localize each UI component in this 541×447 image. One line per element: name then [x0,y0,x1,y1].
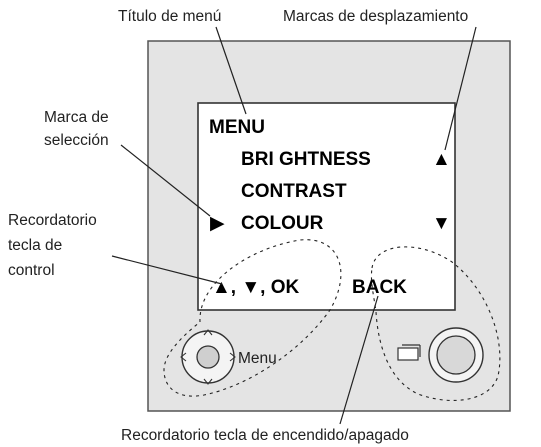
menu-item-contrast: CONTRAST [241,181,347,202]
menu-title: MENU [209,117,265,138]
control-reminder-callout-line2: tecla de [8,237,62,254]
back-key-hint: BACK [352,277,407,298]
selection-mark-icon: ▶ [210,213,225,234]
scroll-marks-leader [444,26,477,151]
control-key-hint: ▲, ▼, OK [212,277,300,298]
navigation-button[interactable] [180,329,236,385]
scroll-up-icon: ▲ [432,149,451,170]
battery-icon [397,344,421,361]
power-button[interactable] [428,327,484,383]
power-key-loop [370,246,501,402]
control-key-loop [163,239,342,397]
scroll-down-icon: ▼ [432,213,451,234]
power-reminder-callout: Recordatorio tecla de encendido/apagado [121,427,409,444]
menu-item-colour: COLOUR [241,213,324,234]
lcd-screen [197,102,456,311]
menu-title-leader [215,26,247,115]
selection-mark-callout-line2: selección [44,132,109,149]
selection-mark-leader [120,144,211,217]
power-reminder-leader [339,295,379,425]
menu-title-callout: Título de menú [118,8,221,25]
selection-mark-callout-line1: Marca de [44,109,109,126]
menu-item-brightness: BRI GHTNESS [241,149,371,170]
menu-button-label: Menu [238,350,277,367]
control-reminder-leader [111,255,223,285]
control-reminder-callout-line3: control [8,262,55,279]
control-reminder-callout-line1: Recordatorio [8,212,97,229]
scroll-marks-callout: Marcas de desplazamiento [283,8,468,25]
